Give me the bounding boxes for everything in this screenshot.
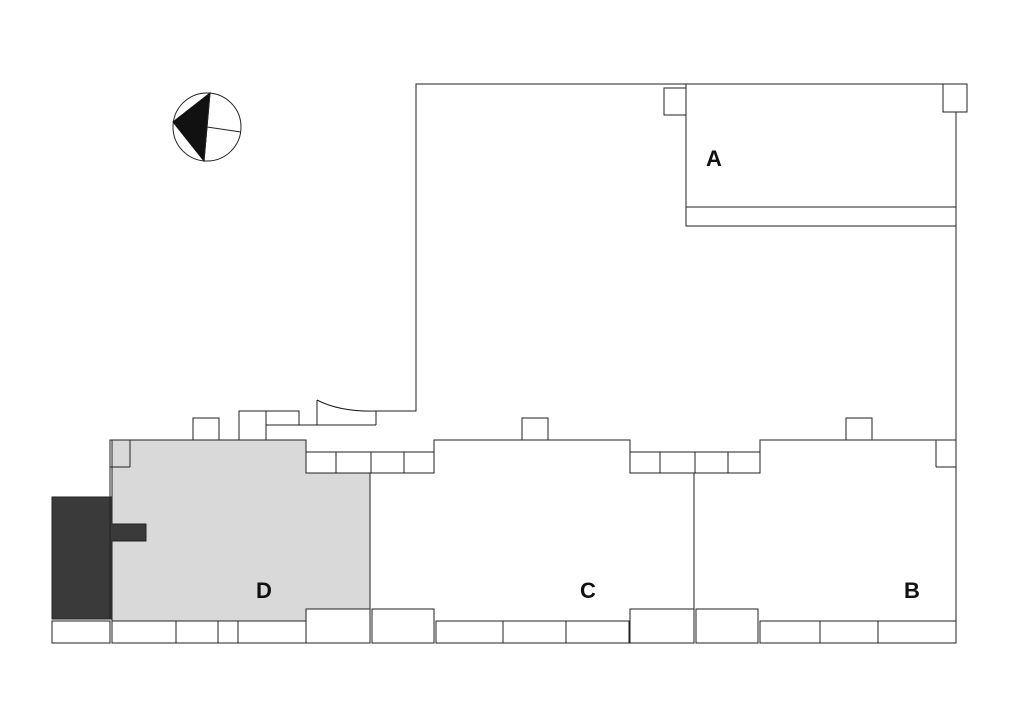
unit-label-b: B — [904, 578, 920, 603]
unit-label-a: A — [706, 146, 722, 171]
unit-label-d: D — [256, 578, 272, 603]
north-bays — [305, 451, 761, 474]
north-arrow-compass-icon — [172, 91, 242, 163]
unit-label-c: C — [580, 578, 596, 603]
unit-a[interactable] — [663, 83, 968, 227]
courtyard-outline — [376, 83, 957, 440]
dark-block — [51, 496, 147, 620]
south-facade — [51, 608, 957, 644]
roof-vents — [521, 417, 873, 441]
entrance-area — [192, 399, 377, 441]
